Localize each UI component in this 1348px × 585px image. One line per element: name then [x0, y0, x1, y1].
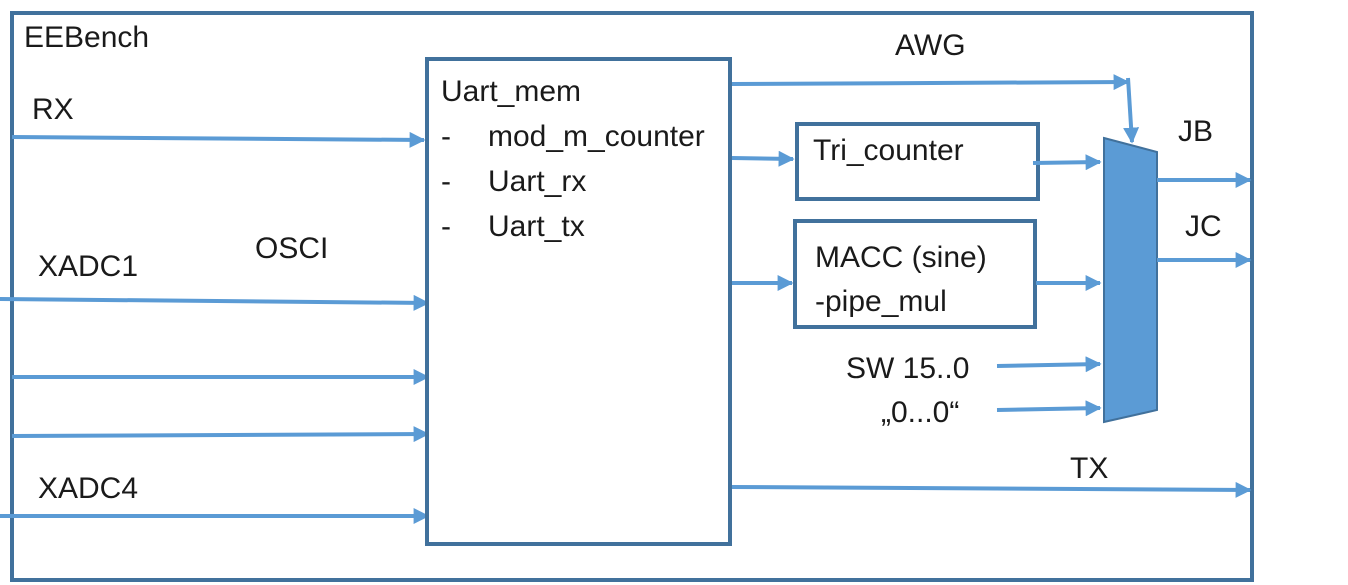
uart-mem-block	[425, 57, 732, 546]
jb-label: JB	[1178, 115, 1213, 148]
awg-select-wire	[1123, 77, 1140, 144]
macc-label-line2: -pipe_mul	[815, 285, 947, 318]
sw-to-mux-wire	[996, 356, 1102, 373]
tri-counter-to-mux-wire	[1032, 154, 1102, 171]
awg-label: AWG	[895, 29, 966, 62]
zeros-label: „0...0“	[881, 396, 959, 429]
uart-mem-bullet-3: -	[441, 210, 451, 243]
xadc4-label: XADC4	[38, 472, 138, 505]
uart-mem-item-mod-m-counter: mod_m_counter	[488, 120, 705, 153]
jc-label: JC	[1185, 210, 1222, 243]
rx-wire	[11, 131, 426, 148]
sw-label: SW 15..0	[846, 352, 969, 385]
xadc1-wire	[0, 294, 430, 311]
macc-block	[793, 219, 1037, 329]
tx-label: TX	[1070, 452, 1108, 485]
xadc1-label: XADC1	[38, 250, 138, 283]
uart-to-tri-counter-wire	[731, 150, 795, 167]
uart-mem-bullet-2: -	[441, 165, 451, 198]
uart-mem-item-uart-rx: Uart_rx	[488, 165, 586, 198]
rx-label: RX	[32, 93, 74, 126]
uart-mem-bullet-1: -	[441, 120, 451, 153]
zeros-to-mux-wire	[996, 400, 1102, 417]
uart-mem-title: Uart_mem	[441, 75, 581, 108]
tx-output-wire	[731, 481, 1252, 498]
tri-counter-label: Tri_counter	[813, 134, 964, 167]
uart-mem-item-uart-tx: Uart_tx	[488, 210, 585, 243]
awg-to-corner-wire	[731, 74, 1130, 91]
tri-counter-block	[795, 122, 1040, 201]
eebench-title: EEBench	[24, 21, 149, 54]
xadc3-wire	[11, 426, 430, 443]
macc-label-line1: MACC (sine)	[815, 241, 987, 274]
osci-label: OSCI	[255, 232, 328, 265]
multiplexer	[1103, 136, 1158, 424]
